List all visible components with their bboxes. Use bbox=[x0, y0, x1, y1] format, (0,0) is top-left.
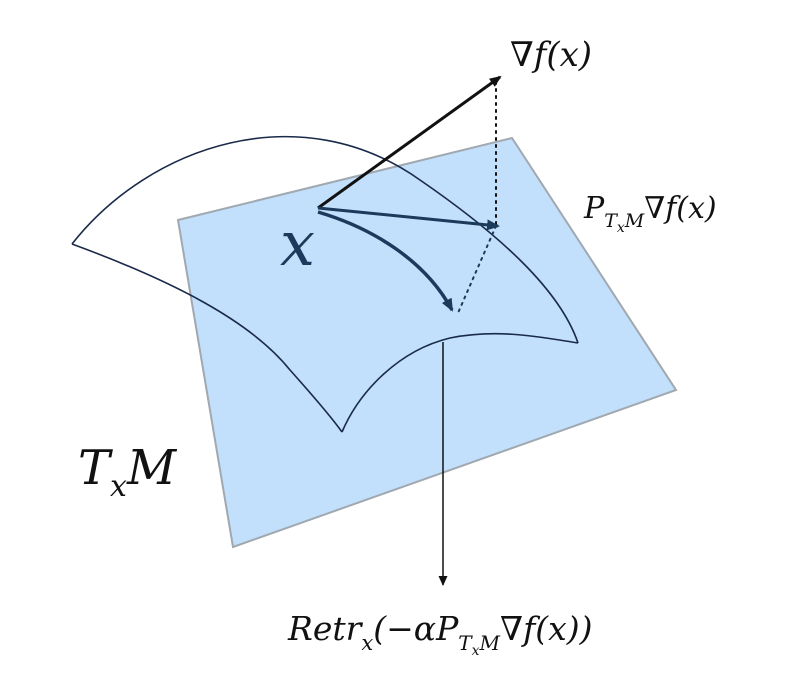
retraction-arrow bbox=[317, 210, 454, 312]
point-label: x bbox=[280, 207, 315, 280]
dotted-diagonal bbox=[457, 225, 497, 314]
projected-gradient-arrow bbox=[317, 206, 500, 231]
gradient-label: ∇f(x) bbox=[510, 35, 592, 75]
projection-label: PTxM∇f(x) bbox=[583, 191, 717, 236]
manifold-left-edge bbox=[71, 243, 343, 433]
nabla-symbol: ∇ bbox=[510, 35, 534, 75]
manifold-bottom-edge bbox=[341, 332, 579, 433]
retraction-label: Retrx(−αPTxM∇f(x)) bbox=[287, 609, 593, 659]
tangent-space-label: TxM bbox=[78, 440, 178, 504]
tangent-plane bbox=[176, 136, 678, 549]
gradient-arrow bbox=[317, 75, 502, 210]
manifold-top-edge bbox=[71, 136, 579, 344]
